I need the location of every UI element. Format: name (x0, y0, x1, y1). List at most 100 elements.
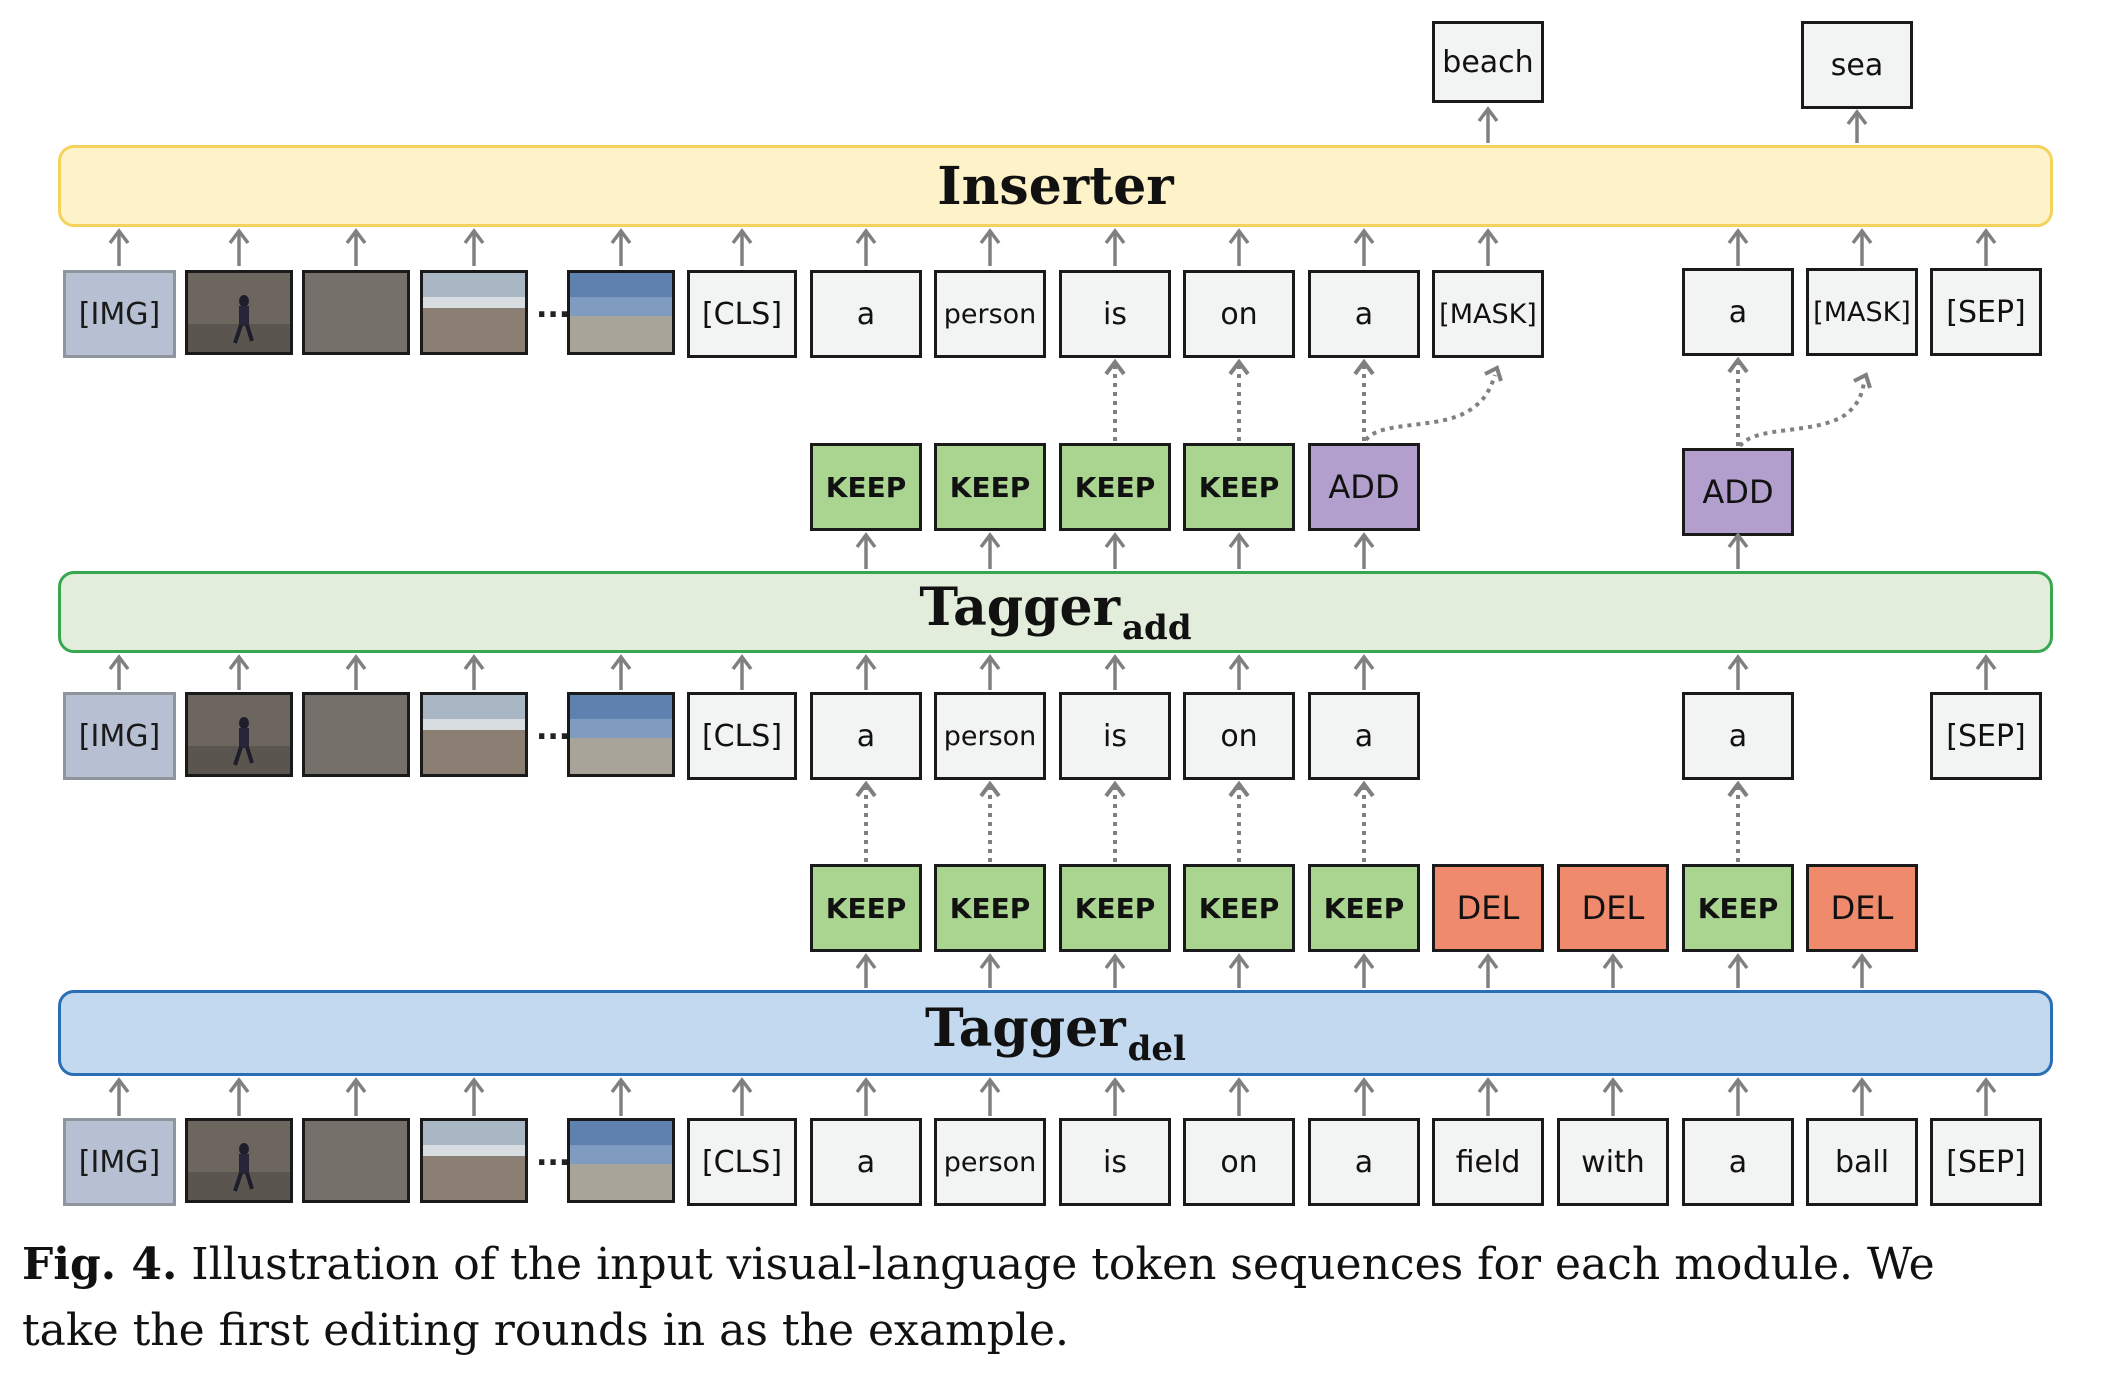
word-token-bottom-5: a (1308, 1118, 1420, 1206)
video-frame-4-top (567, 270, 675, 355)
arrow-head (855, 953, 877, 970)
del-tag-1: KEEP (810, 864, 922, 952)
arrow-head (1853, 372, 1872, 389)
arrow-head (1104, 532, 1126, 549)
arrow-head (855, 1077, 877, 1094)
arrow-head (1104, 358, 1126, 376)
arrow-head (1727, 356, 1749, 374)
arrow-head (108, 654, 130, 671)
arrow-head (1727, 654, 1749, 671)
video-frame-3-bottom (420, 1118, 528, 1203)
word-token-top-4: on (1183, 270, 1295, 358)
output-token-beach: beach (1432, 21, 1544, 103)
arrow-head (731, 654, 753, 671)
del-tag-5: KEEP (1308, 864, 1420, 952)
word-token-middle-2: person (934, 692, 1046, 780)
arrow-head (345, 1077, 367, 1094)
arrow-head (979, 1077, 1001, 1094)
word-token-bottom-7: with (1557, 1118, 1669, 1206)
arrow-head (1477, 953, 1499, 970)
add-tag-3: KEEP (1059, 443, 1171, 531)
img-token-bottom: [IMG] (63, 1118, 176, 1206)
arrow-head (1975, 1077, 1997, 1094)
arrow-head (1851, 228, 1873, 245)
cls-token-bottom: [CLS] (687, 1118, 797, 1206)
dotted-add-to-mask-arrow (1364, 374, 1497, 442)
arrow-head (1353, 1077, 1375, 1094)
arrow-head (1602, 1077, 1624, 1094)
ellipsis-middle: ... (536, 712, 571, 747)
arrow-head (1104, 780, 1126, 798)
arrow-head (1727, 532, 1749, 549)
mask-token-top-2: [MASK] (1806, 268, 1918, 356)
arrow-head (1353, 532, 1375, 549)
arrow-head (1484, 365, 1503, 382)
arrow-head (1228, 358, 1250, 376)
word-token-bottom-2: person (934, 1118, 1046, 1206)
arrow-head (731, 228, 753, 245)
del-tag-8: KEEP (1682, 864, 1794, 952)
arrow-head (228, 228, 250, 245)
arrow-head (1228, 1077, 1250, 1094)
cls-token-top: [CLS] (687, 270, 797, 358)
video-frame-1-bottom (185, 1118, 293, 1203)
arrow-head (1851, 1077, 1873, 1094)
arrow-head (855, 780, 877, 798)
img-token-middle: [IMG] (63, 692, 176, 780)
img-token-top: [IMG] (63, 270, 176, 358)
arrow-head (1975, 228, 1997, 245)
arrow-head (1477, 106, 1499, 123)
ellipsis-top: ... (536, 290, 571, 325)
arrow-head (1228, 780, 1250, 798)
word-token-bottom-4: on (1183, 1118, 1295, 1206)
arrow-head (463, 654, 485, 671)
arrow-head (1477, 228, 1499, 245)
arrow-head (1477, 1077, 1499, 1094)
arrow-head (979, 953, 1001, 970)
word-token-top-1: a (810, 270, 922, 358)
add-tag-6: ADD (1682, 448, 1794, 536)
word-token-middle-1: a (810, 692, 922, 780)
del-tag-3: KEEP (1059, 864, 1171, 952)
figure-caption: Fig. 4. Illustration of the input visual… (22, 1232, 2092, 1364)
arrow-head (1353, 953, 1375, 970)
arrow-head (108, 1077, 130, 1094)
word-token-bottom-9: ball (1806, 1118, 1918, 1206)
del-tag-2: KEEP (934, 864, 1046, 952)
arrow-head (610, 1077, 632, 1094)
word-token-middle-4: on (1183, 692, 1295, 780)
video-frame-1-middle (185, 692, 293, 777)
sep-token-bottom: [SEP] (1930, 1118, 2042, 1206)
del-tag-6: DEL (1432, 864, 1544, 952)
inserter-module: Inserter (58, 145, 2053, 227)
cls-token-middle: [CLS] (687, 692, 797, 780)
video-frame-4-bottom (567, 1118, 675, 1203)
add-tag-5: ADD (1308, 443, 1420, 531)
video-frame-4-middle (567, 692, 675, 777)
arrow-head (1353, 358, 1375, 376)
word-token-bottom-8: a (1682, 1118, 1794, 1206)
del-tag-7: DEL (1557, 864, 1669, 952)
arrow-head (855, 228, 877, 245)
arrow-head (1353, 780, 1375, 798)
word-token-bottom-6: field (1432, 1118, 1544, 1206)
arrow-head (108, 228, 130, 245)
ellipsis-bottom: ... (536, 1138, 571, 1173)
video-frame-3-top (420, 270, 528, 355)
video-frame-1-top (185, 270, 293, 355)
arrow-head (1228, 953, 1250, 970)
arrow-head (1602, 953, 1624, 970)
sep-token-top: [SEP] (1930, 268, 2042, 356)
video-frame-2-top (302, 270, 410, 355)
mask-token-top-1: [MASK] (1432, 270, 1544, 358)
word-token-top-3: is (1059, 270, 1171, 358)
arrow-head (1851, 953, 1873, 970)
tagger-del-label: Taggerdel (925, 997, 1186, 1069)
word-token-middle-5: a (1308, 692, 1420, 780)
video-frame-3-middle (420, 692, 528, 777)
arrow-head (1727, 228, 1749, 245)
arrow-head (610, 654, 632, 671)
caption-line-1: Illustration of the input visual-languag… (191, 1239, 1935, 1290)
